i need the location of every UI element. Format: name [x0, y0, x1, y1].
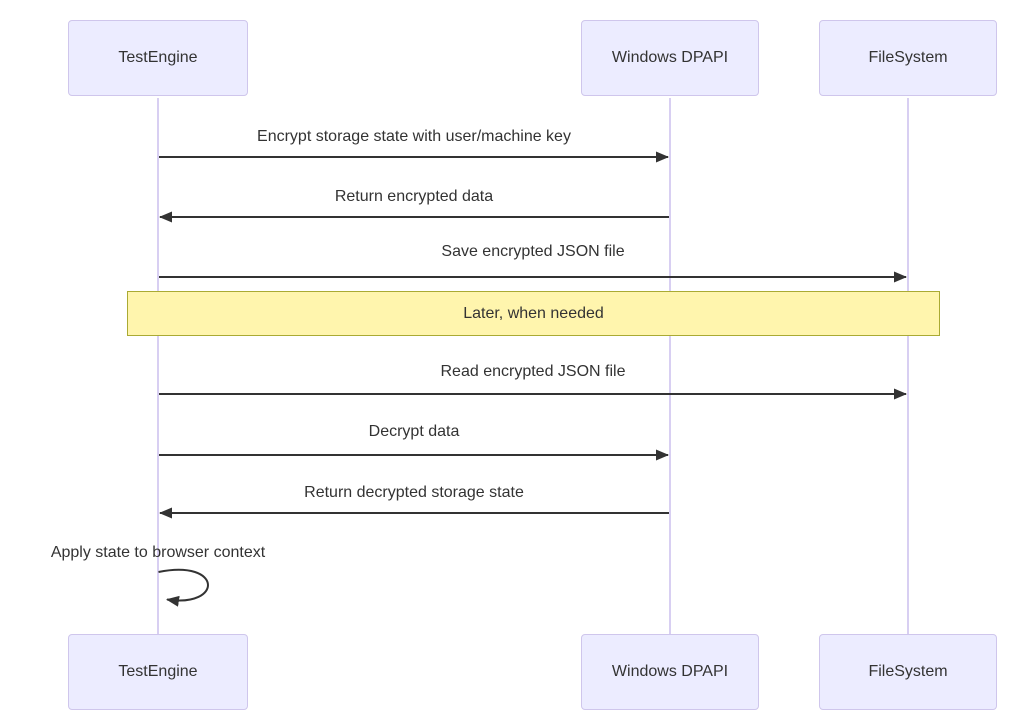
actor-label: TestEngine: [118, 663, 198, 680]
actor-label: Windows DPAPI: [611, 663, 729, 680]
message-label: Save encrypted JSON file: [441, 243, 625, 260]
lifeline-windows-dpapi: [669, 98, 671, 634]
lifeline-filesystem: [907, 98, 909, 634]
message-label: Encrypt storage state with user/machine …: [257, 128, 571, 145]
lifeline-testengine: [157, 98, 159, 634]
actor-label: FileSystem: [868, 49, 948, 66]
message-label: Apply state to browser context: [50, 544, 266, 561]
actor-top-windows-dpapi: Windows DPAPI: [581, 20, 759, 96]
message-label: Read encrypted JSON file: [440, 363, 626, 380]
actor-label: TestEngine: [118, 49, 198, 66]
actor-label: Windows DPAPI: [611, 49, 729, 66]
note-band: Later, when needed: [127, 291, 940, 336]
arrow-self-loop-apply-state: [158, 568, 209, 607]
actor-top-testengine: TestEngine: [68, 20, 248, 96]
message-label: Return encrypted data: [334, 188, 494, 205]
note-text: Later, when needed: [463, 304, 604, 322]
actor-bottom-windows-dpapi: Windows DPAPI: [581, 634, 759, 710]
actor-bottom-testengine: TestEngine: [68, 634, 248, 710]
actor-bottom-filesystem: FileSystem: [819, 634, 997, 710]
actor-label: FileSystem: [868, 663, 948, 680]
actor-top-filesystem: FileSystem: [819, 20, 997, 96]
message-label: Return decrypted storage state: [304, 484, 524, 501]
message-label: Decrypt data: [368, 423, 460, 440]
